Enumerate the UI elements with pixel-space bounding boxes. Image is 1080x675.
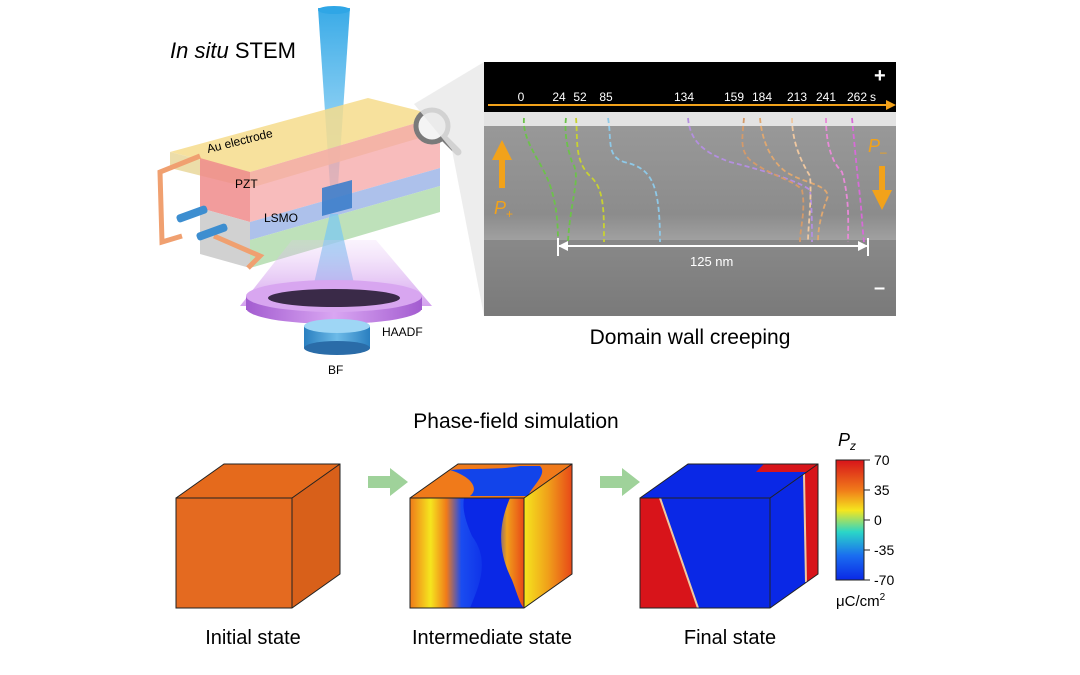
colorbar-unit: μC/cm2 <box>836 592 886 610</box>
scale-label: 125 nm <box>690 254 733 269</box>
time-label: 24 <box>552 90 566 104</box>
colorbar-tick-label: -70 <box>874 572 894 588</box>
minus-sign: – <box>874 277 885 299</box>
time-label: 85 <box>599 90 613 104</box>
colorbar: Pz 70 35 0 -35 -70 μC/cm2 <box>835 430 894 610</box>
capacitor-plate-1 <box>176 205 208 223</box>
time-label: 262 <box>847 90 867 104</box>
domain-wall-5 <box>741 117 805 243</box>
time-label: 134 <box>674 90 694 104</box>
domain-wall-6 <box>759 117 829 243</box>
label-initial-state: Initial state <box>205 627 301 649</box>
label-intermediate-state: Intermediate state <box>412 627 572 649</box>
colorbar-gradient <box>835 459 865 581</box>
p-minus-arrow <box>872 166 892 210</box>
arrow-to-final <box>600 468 640 496</box>
time-label: 213 <box>787 90 807 104</box>
probed-region <box>322 180 352 216</box>
time-labels: 0 24 52 85 134 159 184 213 241 262 <box>518 90 868 104</box>
arrow-to-intermediate <box>368 468 408 496</box>
haadf-detector <box>246 280 422 324</box>
domain-wall-0 <box>523 117 559 243</box>
domain-walls <box>523 117 865 243</box>
domain-wall-2 <box>575 117 605 243</box>
colorbar-ticks: 70 35 0 -35 -70 <box>864 452 894 588</box>
stem-image-panel: 0 24 52 85 134 159 184 213 241 262 s + – P+ P– 12… <box>484 62 896 349</box>
stem-schematic: In situ STEM Au electrode PZT LSMO <box>157 6 484 377</box>
colorbar-symbol: Pz <box>838 430 856 453</box>
beam-top <box>318 6 350 14</box>
schematic-title: In situ STEM <box>170 38 296 63</box>
colorbar-tick-label: 35 <box>874 482 890 498</box>
bf-detector <box>304 319 370 355</box>
zoom-wedge <box>414 62 484 316</box>
time-label: 159 <box>724 90 744 104</box>
time-label: 184 <box>752 90 772 104</box>
au-electrode-top <box>170 98 440 172</box>
scale-bar <box>557 238 869 256</box>
electron-beam <box>318 8 350 186</box>
label-lsmo: LSMO <box>264 211 298 225</box>
plus-sign: + <box>874 65 886 87</box>
time-unit: s <box>870 90 876 104</box>
colorbar-tick-label: 0 <box>874 512 882 528</box>
label-final-state: Final state <box>684 627 776 649</box>
domain-wall-1 <box>564 117 577 243</box>
circuit-wire-bottom <box>213 233 265 270</box>
domain-wall-9 <box>851 117 865 243</box>
box-intermediate-state <box>409 463 573 609</box>
capacitor-plate-2 <box>196 223 228 241</box>
simulation-title: Phase-field simulation <box>413 410 618 433</box>
colorbar-tick-label: 70 <box>874 452 890 468</box>
box-final-state <box>639 463 819 609</box>
label-bf: BF <box>328 363 343 377</box>
pzt-side <box>200 158 250 222</box>
p-plus-label: P+ <box>494 198 513 221</box>
time-label: 241 <box>816 90 836 104</box>
colorbar-tick-label: -35 <box>874 542 894 558</box>
p-plus-arrow <box>492 140 512 188</box>
time-label: 52 <box>573 90 587 104</box>
title-rest: STEM <box>235 38 296 63</box>
stem-caption: Domain wall creeping <box>590 326 791 349</box>
title-italic: In situ <box>170 38 229 63</box>
box-initial-state <box>175 463 341 609</box>
label-pzt: PZT <box>235 177 258 191</box>
domain-wall-8 <box>825 117 850 243</box>
pzt-front <box>250 116 440 222</box>
domain-wall-3 <box>607 117 661 243</box>
circuit-wire-top <box>157 153 201 246</box>
domain-wall-7 <box>791 117 812 243</box>
label-haadf: HAADF <box>382 325 423 339</box>
stem-top-band <box>484 62 896 112</box>
time-label: 0 <box>518 90 525 104</box>
p-minus-label: P– <box>868 136 887 159</box>
